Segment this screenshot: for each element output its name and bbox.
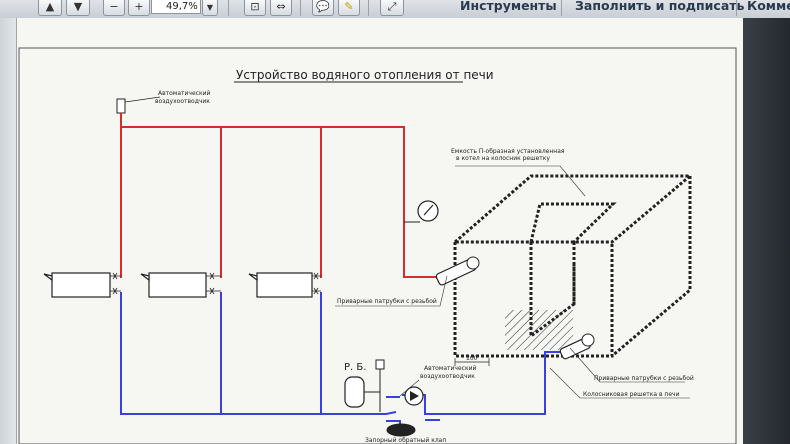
supply-pipes xyxy=(120,113,440,278)
radiator-valves xyxy=(110,272,321,295)
nozzle-label-top: Приварные патрубки с резьбой xyxy=(337,298,437,305)
drawing-frame xyxy=(18,47,737,444)
air-vent-label-2: воздухоотводчик xyxy=(155,98,210,105)
fit-page-icon: ⊡ xyxy=(250,0,260,13)
grate-label: Колосниковая решетка в печи xyxy=(583,391,680,398)
dimension-label: 100 xyxy=(466,355,478,362)
leader-lines xyxy=(335,165,690,399)
pump-air-vent xyxy=(375,359,385,370)
expansion-tank-label: Р. Б. xyxy=(344,362,366,373)
app-toolbar: ▲ ▼ − + 49,7% ▼ ⊡ ⇔ 💬 ✎ ⤢ Инструменты За… xyxy=(0,0,790,19)
return-pipes xyxy=(120,292,562,430)
minus-icon: − xyxy=(109,0,119,13)
air-vent-label-1: Автоматический xyxy=(158,90,210,97)
fit-width-icon: ⇔ xyxy=(276,0,286,13)
expansion-tank xyxy=(344,376,365,408)
grate-hatch xyxy=(505,310,573,350)
speech-bubble-icon: 💬 xyxy=(316,0,330,13)
bypass-valve xyxy=(386,423,416,437)
radiators xyxy=(43,272,313,298)
zoom-dropdown-button[interactable]: ▼ xyxy=(202,0,218,16)
heating-diagram: Устройство водяного отопления от печи Ав… xyxy=(18,47,737,444)
fill-sign-menu[interactable]: Заполнить и подписать xyxy=(575,0,745,13)
fit-width-button[interactable]: ⇔ xyxy=(270,0,292,16)
pump-vent-label-2: воздухоотводчик xyxy=(420,373,475,380)
chevron-down-icon: ▼ xyxy=(206,3,214,12)
document-page[interactable]: Устройство водяного отопления от печи Ав… xyxy=(17,18,743,444)
bottom-label: Запорный обратный клап xyxy=(365,437,446,444)
page-down-button[interactable]: ▼ xyxy=(66,0,90,16)
tank-label-1: Емкость П-образная установленная xyxy=(451,148,565,155)
zoom-in-button[interactable]: + xyxy=(128,0,150,16)
comment-button[interactable]: 💬 xyxy=(312,0,334,16)
diagram-title: Устройство водяного отопления от печи xyxy=(236,68,494,82)
left-panel xyxy=(0,18,17,444)
zoom-out-button[interactable]: − xyxy=(103,0,125,16)
nozzle-label-bottom: Приварные патрубки с резьбой xyxy=(594,375,694,382)
zoom-value: 49,7% xyxy=(166,1,198,12)
dimension-line xyxy=(454,358,490,366)
page-up-button[interactable]: ▲ xyxy=(38,0,62,16)
plus-icon: + xyxy=(134,0,144,13)
highlight-button[interactable]: ✎ xyxy=(338,0,360,16)
tools-menu[interactable]: Инструменты xyxy=(460,0,557,13)
comment-menu[interactable]: Комме xyxy=(747,0,790,13)
expand-icon: ⤢ xyxy=(387,0,397,13)
pump-vent-label-1: Автоматический xyxy=(424,365,476,372)
tank-label-2: в котел на колосник решетку xyxy=(456,155,550,162)
right-panel xyxy=(743,18,790,444)
fit-page-button[interactable]: ⊡ xyxy=(244,0,266,16)
zoom-input[interactable]: 49,7% xyxy=(151,0,201,14)
pen-icon: ✎ xyxy=(344,0,354,13)
air-vent-top xyxy=(116,98,126,114)
expand-button[interactable]: ⤢ xyxy=(380,0,404,16)
